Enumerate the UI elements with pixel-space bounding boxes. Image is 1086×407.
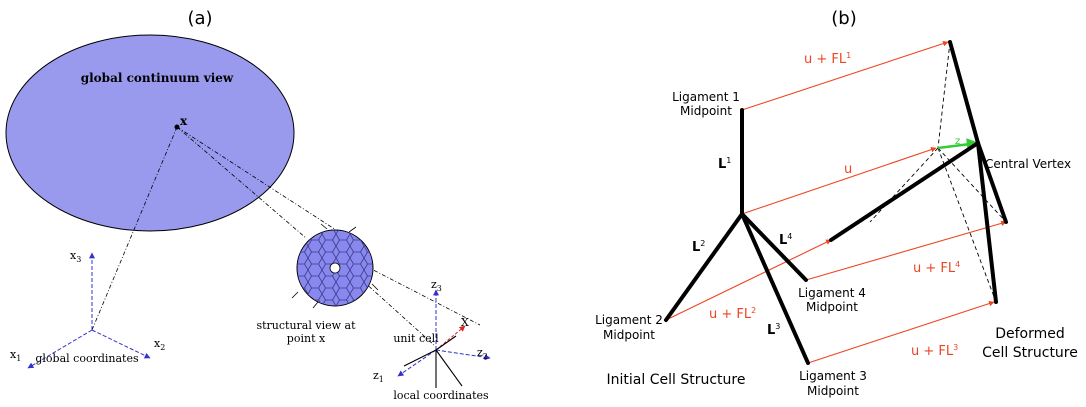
L3-label: L3: [767, 322, 780, 338]
z-label: z: [955, 136, 960, 147]
axis-x3-label: x3: [70, 249, 81, 264]
structural-view-label-line2: point x: [287, 332, 326, 345]
u-plus-FL3-label: u + FL3: [911, 343, 958, 359]
u-plus-FL4-label: u + FL4: [913, 260, 960, 276]
axis-z3-label: z3: [431, 278, 442, 293]
arrow-u-plus-FL3: [807, 300, 995, 364]
ligament4-label-line1: Ligament 4: [798, 286, 866, 300]
unit-cell-label: unit cell: [393, 332, 439, 345]
axis-x1-label: x1: [10, 348, 21, 363]
u-plus-FL1-label: u + FL1: [804, 51, 851, 67]
arrow-u-plus-FL2: [665, 239, 832, 321]
global-continuum-label: global continuum view: [81, 71, 234, 85]
ligament-L4: [740, 212, 808, 282]
ligament3-label-line1: Ligament 3: [799, 369, 867, 383]
global-axes: [27, 252, 151, 369]
panel-b: (b): [595, 8, 1078, 398]
ligament1-label-line2: Midpoint: [680, 104, 732, 118]
axis-z1-label: z1: [373, 369, 384, 384]
global-coordinates-label: global coordinates: [35, 352, 139, 365]
axis-X-label: X: [461, 316, 469, 329]
z-vector-arrow: [937, 138, 980, 151]
displacement-arrows: [665, 40, 1007, 364]
central-vertex-label: Central Vertex: [985, 157, 1071, 171]
deformed-cell-structure-label-line1: Deformed: [995, 326, 1065, 342]
point-x-label: x: [180, 114, 188, 128]
ligament2-label-line2: Midpoint: [603, 328, 655, 342]
arrow-u-plus-FL1: [741, 40, 949, 111]
L1-label: L1: [718, 156, 731, 172]
ligament-L3: [740, 212, 810, 365]
deformed-cell-structure: [829, 40, 1008, 304]
axis-x2-label: x2: [154, 337, 165, 352]
ligament3-label-line2: Midpoint: [807, 384, 859, 398]
panel-a: (a) global continuum view x x3 x2 x1 glo…: [5, 8, 491, 402]
ligament1-label-line1: Ligament 1: [672, 90, 740, 104]
L2-label: L2: [692, 239, 705, 255]
deformed-cell-structure-label-line2: Cell Structure: [982, 345, 1078, 361]
ligament2-label-line1: Ligament 2: [595, 313, 663, 327]
u-plus-FL2-label: u + FL2: [709, 306, 756, 322]
arrow-u: [741, 146, 937, 215]
u-label: u: [844, 162, 852, 177]
structural-view-label-line1: structural view at: [256, 319, 356, 332]
structural-view-disc: [291, 223, 379, 309]
global-continuum-ellipse: [5, 34, 295, 232]
ligament-L2: [664, 212, 744, 322]
arrow-u-plus-FL4: [805, 220, 1007, 281]
unit-cell-lines: [403, 335, 463, 388]
initial-cell-structure-label: Initial Cell Structure: [607, 372, 746, 388]
ligament4-label-line2: Midpoint: [806, 300, 858, 314]
L4-label: L4: [779, 232, 792, 248]
panel-b-label: (b): [831, 8, 856, 29]
panel-a-label: (a): [187, 8, 212, 29]
initial-cell-structure: [664, 108, 810, 365]
axis-z2-label: z2: [477, 346, 488, 361]
local-coordinates-label: local coordinates: [393, 389, 489, 402]
